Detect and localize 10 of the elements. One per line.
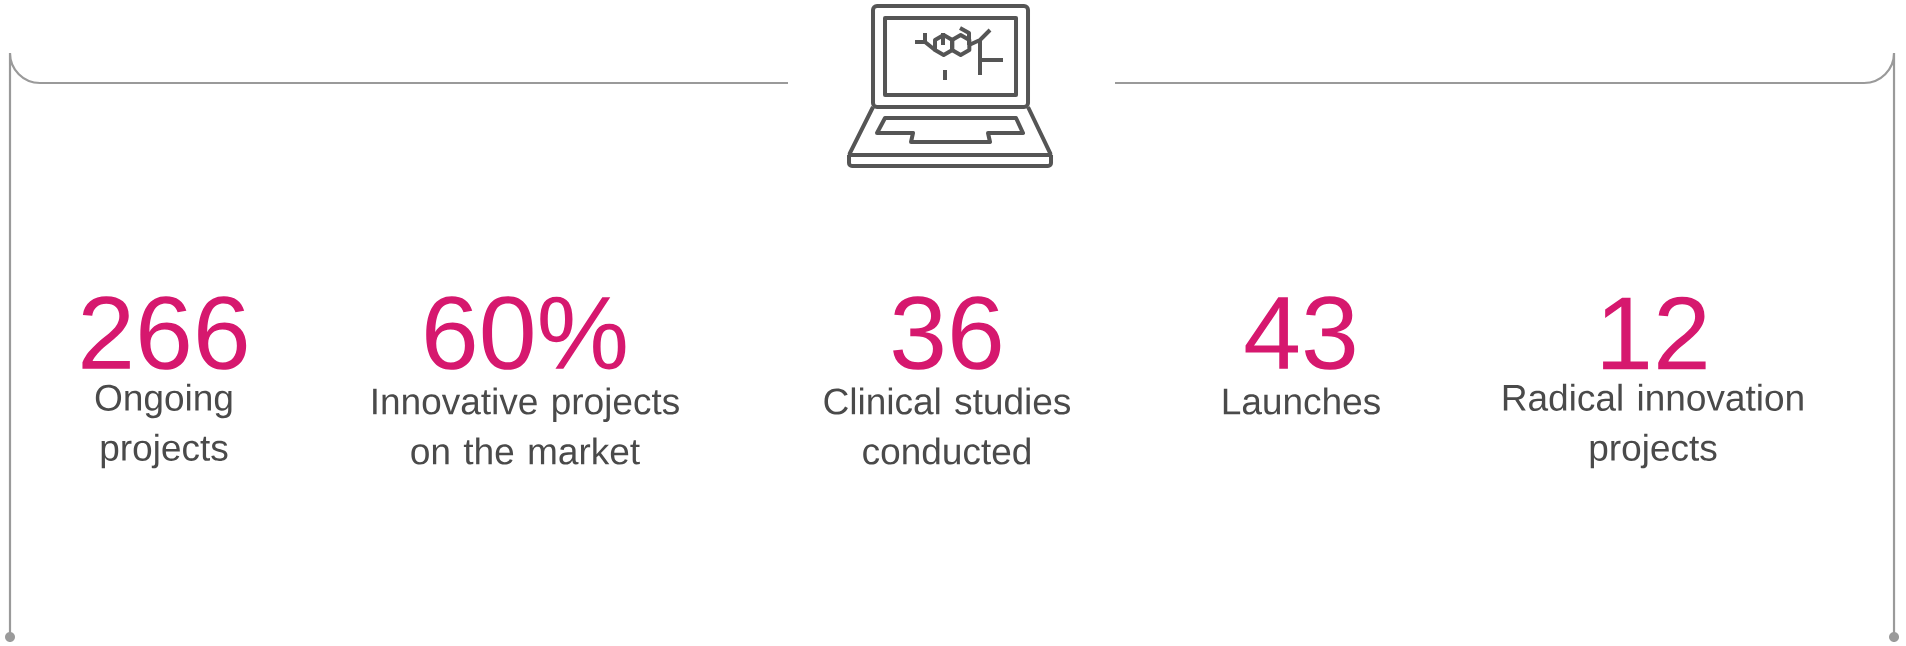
stat-label: Radical innovation projects xyxy=(1503,383,1803,469)
stat-label: Launches xyxy=(1223,387,1380,415)
stat-number: 60% xyxy=(426,296,626,370)
stat-label: Clinical studies conducted xyxy=(824,387,1070,465)
stat-label: Innovative projects on the market xyxy=(373,387,679,465)
stat-number: 266 xyxy=(82,296,247,370)
stat-number: 43 xyxy=(1245,296,1355,370)
stat-number: 36 xyxy=(893,296,1001,370)
stat-number: 12 xyxy=(1603,296,1706,370)
stat-label: Ongoing projects xyxy=(95,383,232,469)
